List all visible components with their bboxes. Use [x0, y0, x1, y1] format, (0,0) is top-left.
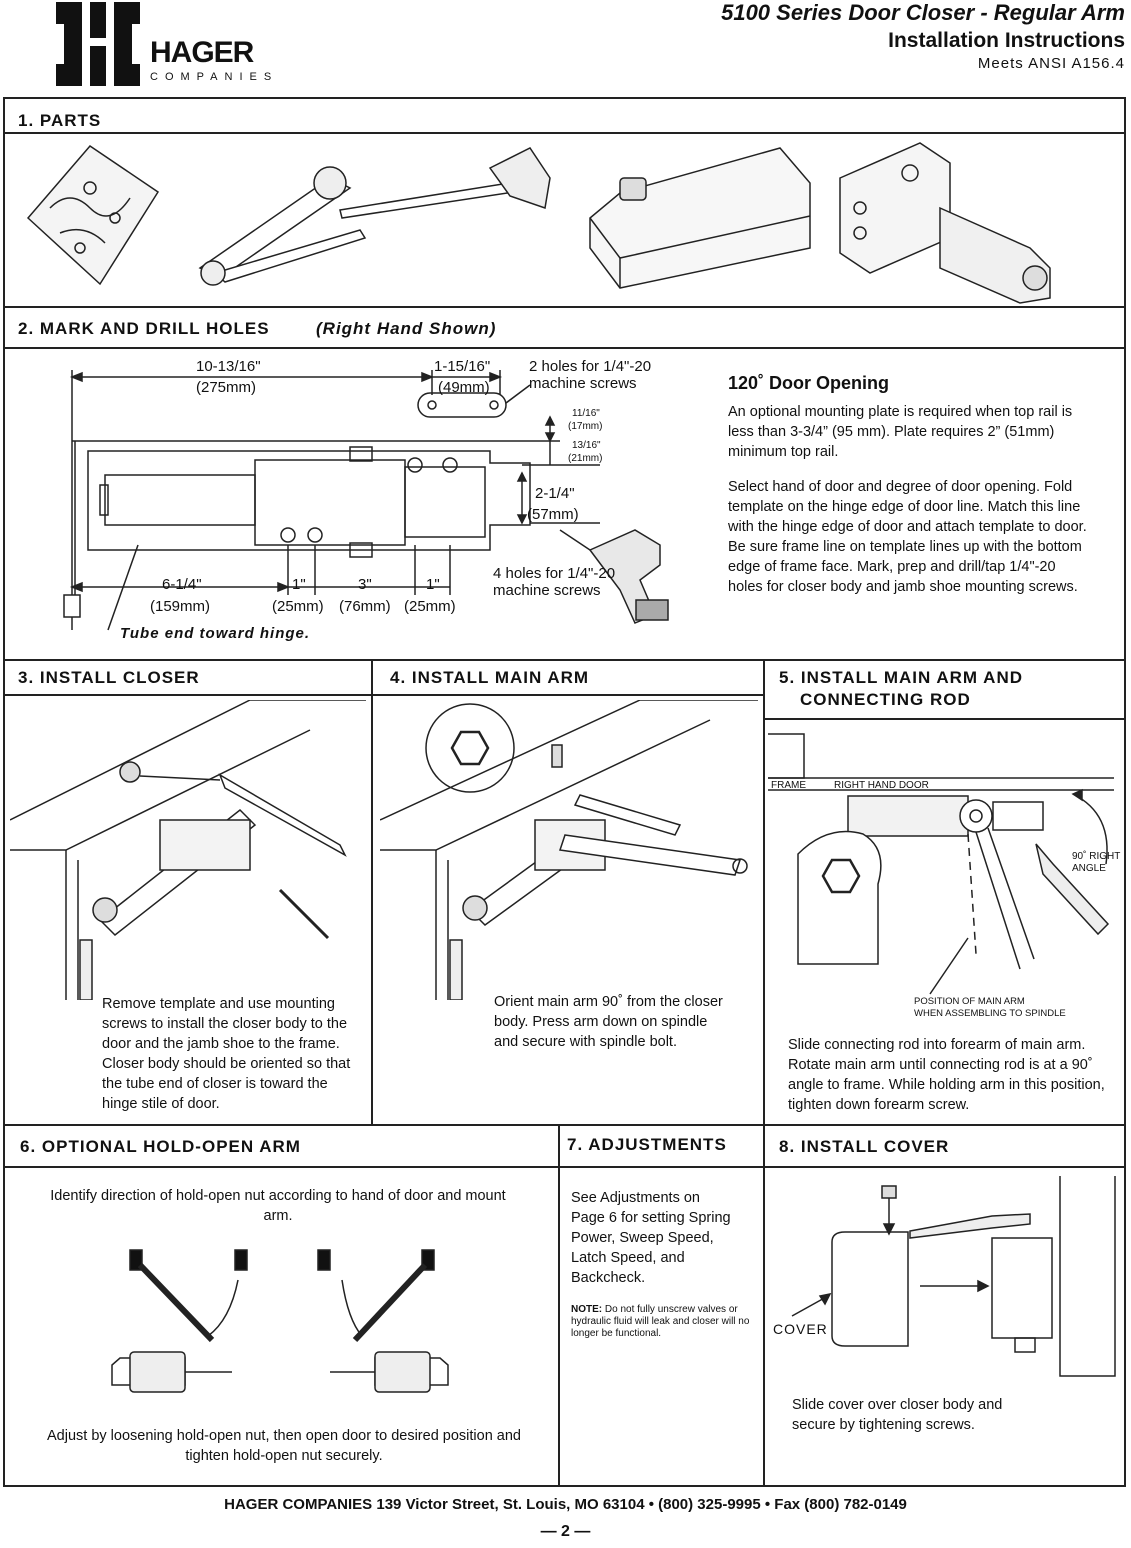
page-number: — 2 —: [540, 1523, 591, 1540]
section-heading: 7. ADJUSTMENTS: [567, 1135, 727, 1154]
divider: [763, 659, 765, 1487]
dim-label: (49mm): [438, 379, 490, 396]
dim-label: machine screws: [493, 582, 601, 599]
dim-label: (275mm): [196, 379, 257, 396]
step-text: Identify direction of hold-open nut acco…: [50, 1188, 506, 1224]
hager-logo: [56, 2, 296, 86]
dim-label: 10-13/16": [196, 358, 261, 375]
divider: [3, 1166, 1126, 1168]
divider: [3, 306, 1126, 308]
dim-label: (57mm): [527, 506, 579, 523]
section-heading: 1. PARTS: [18, 111, 102, 130]
dim-label: 11/16": [572, 408, 600, 419]
door-label: RIGHT HAND DOOR: [834, 780, 929, 791]
divider: [3, 694, 763, 696]
dim-label: 1": [292, 576, 306, 593]
dim-label: 6-1/4": [162, 576, 202, 593]
step-text: Slide connecting rod into forearm of mai…: [788, 1037, 1105, 1113]
opening-title: 120˚ Door Opening: [728, 373, 890, 393]
footer-address: HAGER COMPANIES 139 Victor Street, St. L…: [0, 1496, 1131, 1513]
section-heading: 8. INSTALL COVER: [779, 1137, 950, 1156]
position-label: POSITION OF MAIN ARM: [914, 996, 1025, 1007]
footer-address-text: 139 Victor Street, St. Louis, MO 63104 •…: [372, 1496, 907, 1513]
dim-label: machine screws: [529, 375, 637, 392]
dim-label: (25mm): [404, 598, 456, 615]
cover-label: COVER: [773, 1321, 828, 1337]
divider: [763, 718, 1126, 720]
dim-label: (21mm): [568, 453, 603, 464]
note-text: Do not fully unscrew valves or hydraulic…: [571, 1304, 750, 1339]
section-heading: CONNECTING ROD: [800, 690, 971, 709]
dim-label: 3": [358, 576, 372, 593]
section-heading-note: (Right Hand Shown): [316, 319, 497, 338]
section-heading: 2. MARK AND DRILL HOLES: [18, 319, 270, 338]
page-title: 5100 Series Door Closer - Regular Arm: [721, 0, 1125, 25]
footer-company: HAGER COMPANIES: [224, 1496, 373, 1513]
opening-paragraph: Select hand of door and degree of door o…: [728, 479, 1087, 595]
dim-label: 2-1/4": [535, 485, 575, 502]
step-text: Adjust by loosening hold-open nut, then …: [46, 1428, 521, 1464]
divider: [371, 659, 373, 1124]
drill-template-diagram: [60, 355, 700, 655]
instructions-frame: [3, 97, 1126, 1487]
install-closer-illustration: [9, 699, 366, 1001]
divider: [3, 1124, 1126, 1126]
brand-name: HAGER: [150, 36, 254, 69]
adjustment-note: NOTE: Do not fully unscrew valves or hyd…: [571, 1304, 756, 1340]
section-heading: 4. INSTALL MAIN ARM: [390, 668, 590, 687]
section-heading: 6. OPTIONAL HOLD-OPEN ARM: [20, 1137, 301, 1156]
step-text: See Adjustments on Page 6 for setting Sp…: [571, 1190, 731, 1286]
dim-label: (159mm): [150, 598, 211, 615]
dim-label: 13/16": [572, 440, 601, 451]
dim-label: (17mm): [568, 421, 603, 432]
tube-note: Tube end toward hinge.: [120, 625, 311, 642]
divider: [558, 1124, 560, 1487]
angle-label: ANGLE: [1072, 863, 1106, 874]
brand-sub: COMPANIES: [150, 71, 279, 83]
dim-label: 1": [426, 576, 440, 593]
dim-label: 4 holes for 1/4"-20: [493, 565, 616, 582]
frame-label: FRAME: [771, 780, 806, 791]
position-label: WHEN ASSEMBLING TO SPINDLE: [914, 1008, 1066, 1019]
step-text: Remove template and use mounting screws …: [102, 996, 351, 1112]
dim-label: (76mm): [339, 598, 391, 615]
divider: [3, 347, 1126, 349]
divider: [3, 659, 1126, 661]
dim-label: 1-15/16": [434, 358, 491, 375]
step-text: Slide cover over closer body and secure …: [792, 1397, 1003, 1433]
page-subtitle: Installation Instructions: [888, 29, 1125, 52]
section-heading: 3. INSTALL CLOSER: [18, 668, 200, 687]
opening-paragraph: An optional mounting plate is required w…: [728, 404, 1073, 460]
standard-note: Meets ANSI A156.4: [977, 55, 1125, 72]
section-heading: 5. INSTALL MAIN ARM AND: [779, 668, 1023, 687]
connecting-rod-diagram: [768, 724, 1120, 1014]
dim-label: 2 holes for 1/4"-20: [529, 358, 652, 375]
hold-open-diagram: [100, 1240, 460, 1400]
install-arm-illustration: [379, 699, 758, 1001]
dim-label: (25mm): [272, 598, 324, 615]
divider: [3, 132, 1126, 134]
angle-label: 90˚ RIGHT: [1072, 851, 1121, 862]
note-label: NOTE:: [571, 1304, 603, 1315]
step-text: Orient main arm 90˚ from the closer body…: [494, 994, 723, 1050]
install-cover-diagram: [770, 1176, 1122, 1386]
parts-illustration: [20, 138, 1110, 304]
